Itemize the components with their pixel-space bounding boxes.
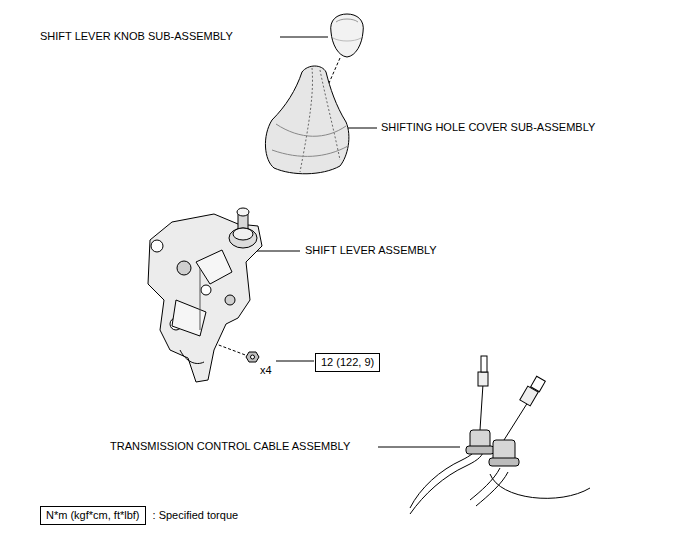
part-name: SHIFTING HOLE COVER SUB-ASSEMBLY [381,121,595,134]
part-name: SHIFT LEVER ASSEMBLY [305,244,437,257]
quantity-label: x4 [260,364,272,377]
torque-box: 12 (122, 9) [315,353,380,372]
legend-text: : Specified torque [153,509,239,522]
part-name: TRANSMISSION CONTROL CABLE ASSEMBLY [110,440,350,453]
torque-legend: N*m (kgf*cm, ft*lbf) : Specified torque [40,506,238,525]
torque-value: 12 (122, 9) [315,353,380,372]
torque-value: N*m (kgf*cm, ft*lbf) [40,506,146,525]
part-name: SHIFT LEVER KNOB SUB-ASSEMBLY [40,30,233,43]
